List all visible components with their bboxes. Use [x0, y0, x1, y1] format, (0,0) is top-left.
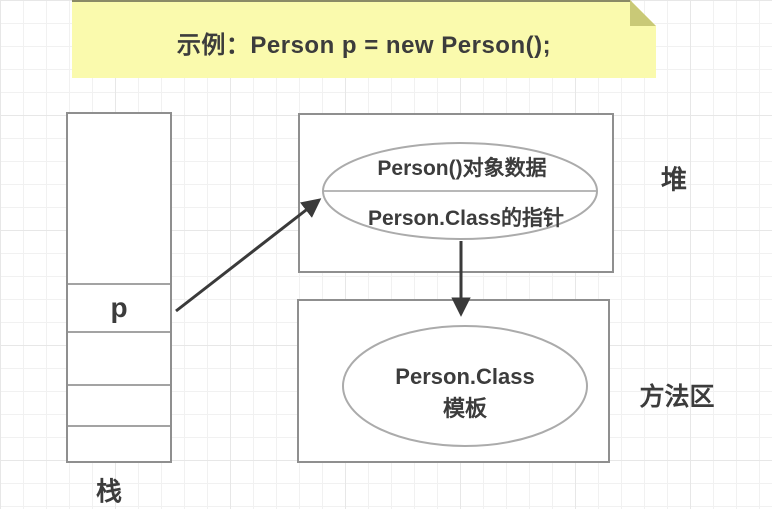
example-sticky-note: 示例：Person p = new Person(); [72, 0, 656, 78]
stack-cell-empty [68, 384, 170, 425]
heap-ellipse-top-label: Person()对象数据 [377, 157, 547, 180]
class-template-label-line2: 模板 [442, 396, 488, 421]
heap-ellipse-bottom-label: Person.Class的指针 [367, 207, 565, 230]
stack-region-label: 栈 [95, 476, 123, 507]
method-area-region-label: 方法区 [639, 383, 715, 411]
class-template-label-line1: Person.Class [395, 364, 535, 389]
stack-cell-empty-top [68, 114, 170, 283]
heap-box [298, 113, 614, 273]
stack-cell-empty [68, 425, 170, 461]
stack-cell-p: p [68, 283, 170, 331]
stack-cell-empty [68, 331, 170, 384]
stack-box: p [66, 112, 172, 463]
heap-region-label: 堆 [660, 164, 688, 195]
example-code-text: 示例：Person p = new Person(); [176, 31, 552, 59]
